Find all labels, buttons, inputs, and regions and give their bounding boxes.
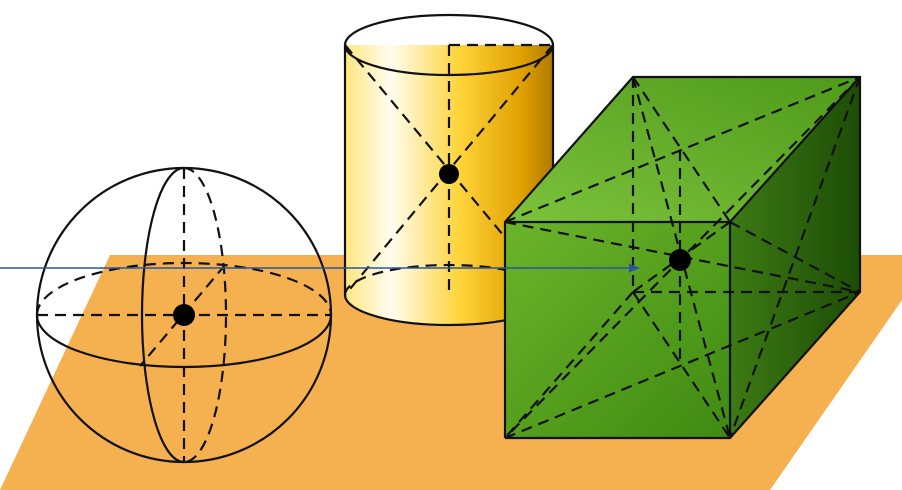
cylinder-center-point	[439, 164, 459, 184]
cube-front-face	[505, 222, 730, 438]
sphere-center-point	[173, 304, 195, 326]
cube-center-point	[669, 249, 691, 271]
